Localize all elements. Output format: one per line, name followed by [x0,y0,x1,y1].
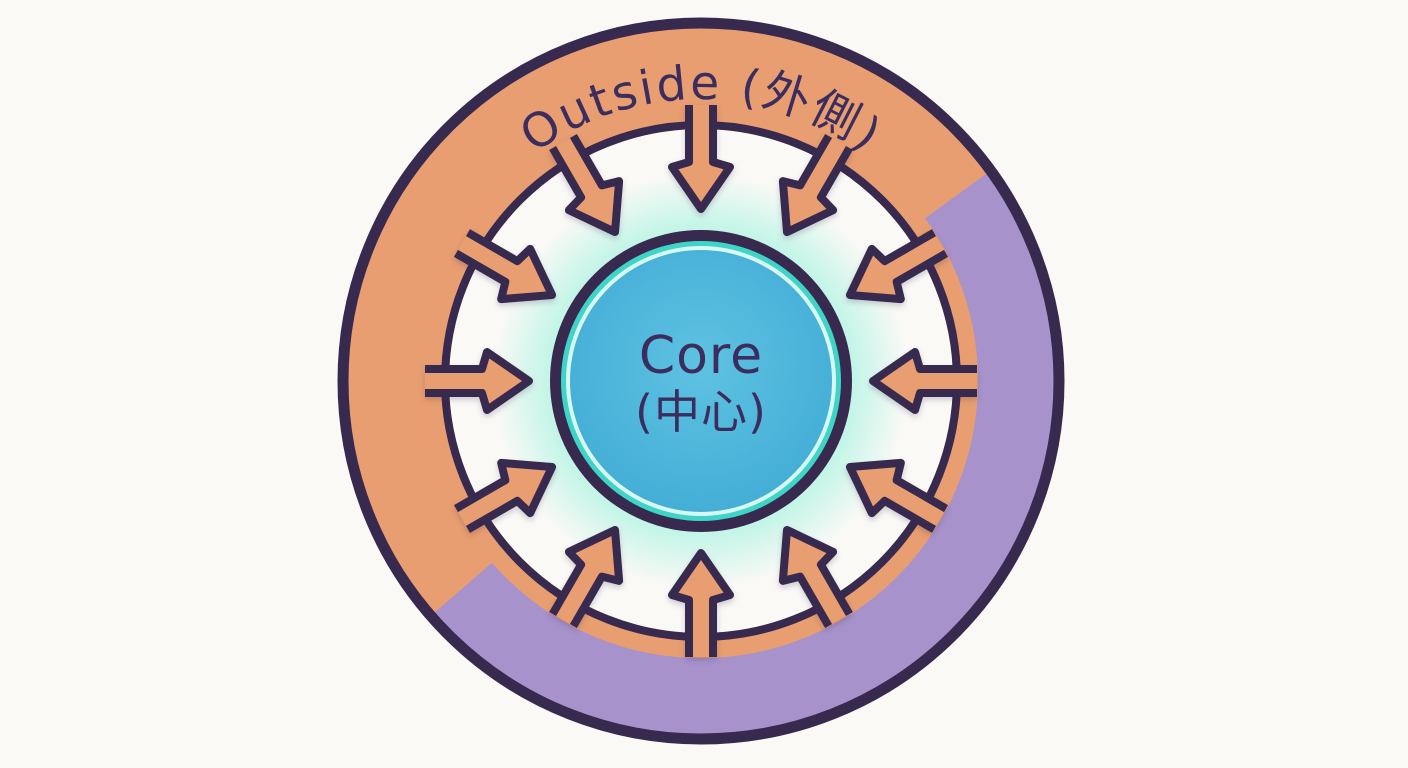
core-circle-fill [570,250,832,512]
outer-ring-purple-segment [430,170,1059,739]
ring-outer-border [337,17,1065,745]
core-label: Core [639,326,763,386]
core-highlight-ring [566,246,836,516]
core-sublabel: (中心) [635,385,767,439]
